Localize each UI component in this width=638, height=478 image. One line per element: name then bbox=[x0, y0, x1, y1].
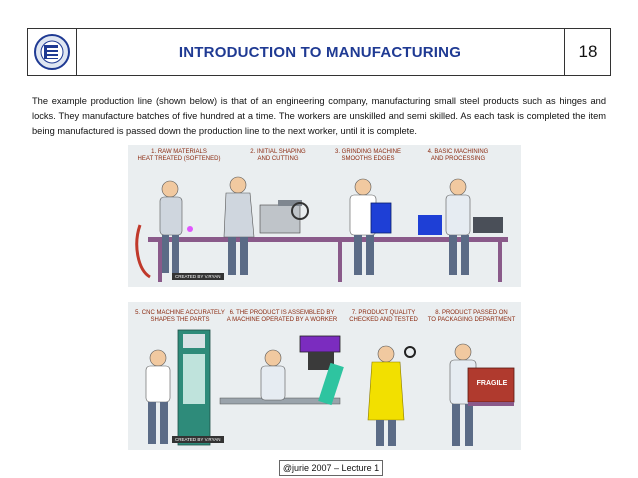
bench-leg bbox=[338, 242, 342, 282]
worker-5-figure bbox=[145, 349, 171, 444]
assembly-machine bbox=[299, 335, 344, 406]
workbench-top bbox=[148, 237, 508, 242]
intro-paragraph: The example production line (shown below… bbox=[32, 96, 606, 136]
bench-leg bbox=[498, 242, 502, 282]
cnc-machine bbox=[177, 329, 211, 446]
grinding-machine bbox=[370, 202, 392, 234]
worker-7-figure bbox=[367, 345, 405, 446]
slide-number-cell: 18 bbox=[564, 29, 611, 75]
gas-hose bbox=[135, 224, 151, 279]
packaging-table bbox=[468, 402, 514, 406]
institution-logo-icon bbox=[34, 34, 70, 70]
lathe-machine bbox=[418, 215, 503, 235]
worker-1-figure bbox=[159, 180, 183, 273]
packaging-box bbox=[467, 367, 515, 403]
title-cell: INTRODUCTION TO MANUFACTURING bbox=[76, 29, 564, 75]
slide-title: INTRODUCTION TO MANUFACTURING bbox=[178, 43, 462, 61]
fragile-label: FRAGILE bbox=[476, 380, 508, 387]
magnifying-glass-icon bbox=[404, 346, 416, 358]
production-line-bottom-illustration bbox=[145, 329, 515, 446]
worker-4-figure bbox=[445, 178, 471, 275]
logo-cell bbox=[28, 29, 77, 75]
shaping-machine bbox=[259, 200, 309, 234]
slide-footer: @jurie 2007 – Lecture 1 bbox=[279, 460, 383, 476]
worker-6-figure bbox=[260, 349, 286, 401]
worker-2-figure bbox=[223, 176, 255, 275]
credit-label-bottom: CREATED BY V.RYAN bbox=[172, 436, 224, 443]
worker-3-figure bbox=[349, 178, 377, 275]
torch-flame bbox=[187, 226, 193, 232]
credit-label-top: CREATED BY V.RYAN bbox=[172, 273, 224, 280]
slide-header: INTRODUCTION TO MANUFACTURING 18 bbox=[27, 28, 611, 76]
production-line-top-illustration bbox=[135, 176, 508, 282]
slide-number: 18 bbox=[578, 42, 598, 61]
bench-leg bbox=[158, 242, 162, 282]
